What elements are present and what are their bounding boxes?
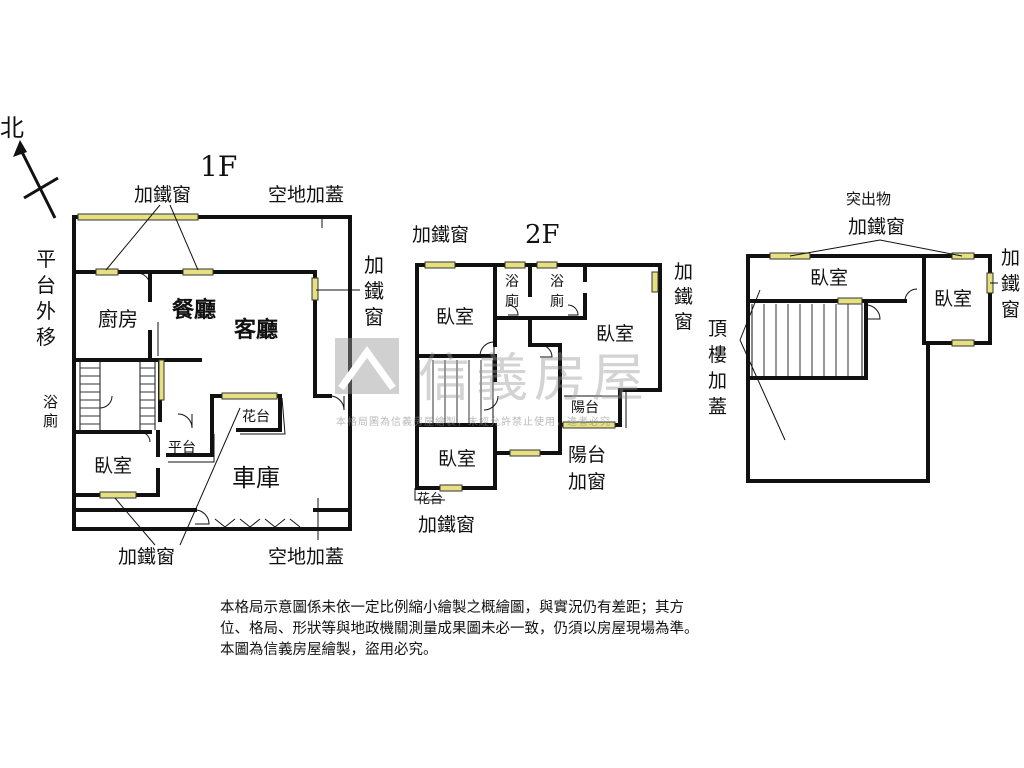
svg-text:鐵: 鐵 (364, 279, 384, 303)
floor-1-empty-top-label: 空地加蓋 (268, 184, 344, 206)
floor-1-empty-bottom-label: 空地加蓋 (268, 546, 344, 568)
svg-text:加窗: 加窗 (568, 471, 606, 493)
roof-interior-walls (748, 254, 926, 380)
floor-2-title: 2F (525, 220, 560, 250)
svg-text:廁: 廁 (505, 293, 519, 310)
svg-text:台: 台 (36, 273, 56, 297)
floor-1-bedroom-label: 臥室 (94, 455, 132, 477)
roof-protrusion-label: 突出物 (846, 190, 891, 208)
svg-text:平: 平 (36, 247, 56, 271)
svg-text:廁: 廁 (43, 412, 58, 430)
roof-bedroom-a-label: 臥室 (810, 267, 848, 289)
disclaimer: 本格局示意圖係未依一定比例縮小繪製之概繪圖，與實況仍有差距；其方 位、格局、形狀… (220, 598, 820, 661)
floor-1-stairs (79, 362, 156, 430)
svg-text:鐵: 鐵 (1001, 273, 1020, 295)
roof-window-right-label: 加 鐵 窗 (1001, 247, 1020, 321)
svg-text:加: 加 (708, 370, 727, 392)
svg-text:浴: 浴 (550, 274, 564, 290)
svg-text:廁: 廁 (550, 293, 564, 310)
floor-2-bedroom-r-label: 臥室 (596, 323, 634, 345)
floor-2-bath-1-label: 浴 廁 (505, 274, 519, 310)
floor-1-platform-small-label: 平台 (168, 440, 196, 456)
svg-text:浴: 浴 (43, 393, 58, 411)
floor-2-window-top-label: 加鐵窗 (412, 224, 469, 246)
floor-1-platform-label: 平 台 外 移 (36, 247, 56, 349)
floor-1-bath-label: 浴 廁 (43, 393, 58, 430)
svg-text:窗: 窗 (674, 311, 693, 333)
svg-text:蓋: 蓋 (708, 396, 727, 418)
roof-bedroom-b-label: 臥室 (934, 288, 972, 310)
roof-window-top-label: 加鐵窗 (848, 216, 905, 238)
floor-2-bath-2-label: 浴 廁 (550, 274, 564, 310)
roof-leaders (739, 239, 998, 441)
floor-1-window-bottom-label: 加鐵窗 (118, 546, 175, 568)
svg-text:樓: 樓 (708, 344, 727, 366)
svg-text:頂: 頂 (708, 318, 727, 340)
brand-logo-watermark (335, 338, 399, 394)
floor-2-stairs (418, 360, 494, 423)
living-label: 客廳 (234, 317, 278, 343)
floor-2-windows (424, 261, 659, 492)
floor-1-title: 1F (200, 150, 237, 183)
svg-text:外: 外 (36, 299, 56, 323)
floor-2-bedroom-bl-label: 臥室 (438, 448, 476, 470)
roof-stairs (751, 304, 863, 376)
svg-text:窗: 窗 (1001, 299, 1020, 321)
floor-1-window-right-label: 加 鐵 窗 (364, 253, 384, 329)
north-compass: 北 (0, 114, 59, 219)
floor-2-balcony-label: 陽台 (571, 400, 599, 416)
disclaimer-line: 本圖為信義房屋繪製，盜用必究。 (220, 642, 438, 658)
disclaimer-line: 本格局示意圖係未依一定比例縮小繪製之概繪圖，與實況仍有差距；其方 (220, 600, 684, 616)
roof-floor: 突出物 加鐵窗 臥室 臥室 加 鐵 窗 頂 樓 加 蓋 (708, 190, 1020, 483)
north-label: 北 (0, 114, 24, 142)
floor-1-doors (99, 272, 345, 528)
floor-1-windows (77, 213, 319, 499)
floor-2-flower-label: 花台 (417, 491, 443, 507)
floor-2-window-bottom-label: 加鐵窗 (418, 514, 475, 536)
kitchen-label: 廚房 (98, 307, 138, 331)
svg-text:加: 加 (674, 261, 693, 283)
brand-watermark: 信義房屋 (418, 349, 651, 409)
svg-text:窗: 窗 (364, 305, 384, 329)
watermark-notice: 本格局圖為信義房屋繪製，未經允許禁止使用，違者必究 (336, 417, 611, 428)
dining-label: 餐廳 (172, 297, 216, 323)
floor-2-bedroom-tl-label: 臥室 (436, 306, 474, 328)
svg-text:移: 移 (36, 325, 56, 349)
floor-2-interior-walls (414, 263, 627, 501)
floor-2-balcony-window-label: 陽台 加窗 (568, 444, 606, 493)
roof-outer-wall (746, 254, 992, 483)
svg-text:加: 加 (364, 253, 384, 277)
svg-text:浴: 浴 (505, 274, 519, 290)
floor-1-outer-wall (72, 215, 352, 531)
floor-2-doors (479, 304, 579, 411)
svg-text:鐵: 鐵 (674, 286, 693, 308)
floor-1-interior-walls (72, 270, 352, 512)
svg-text:加: 加 (1001, 247, 1020, 269)
floor-1: 1F (36, 150, 384, 568)
floor-1-window-top-label: 加鐵窗 (134, 184, 191, 206)
floor-2-window-right-label: 加 鐵 窗 (674, 261, 693, 333)
garage-label: 車庫 (232, 464, 280, 492)
svg-text:陽台: 陽台 (568, 444, 606, 466)
disclaimer-line: 位、格局、形狀等與地政機關測量成果圖未必一致，仍須以房屋現場為準。 (220, 621, 699, 637)
floor-1-leaders (105, 204, 360, 546)
roof-addition-label: 頂 樓 加 蓋 (708, 318, 727, 418)
floor-2: 2F (412, 220, 693, 536)
floor-1-flower-label: 花台 (242, 409, 270, 425)
